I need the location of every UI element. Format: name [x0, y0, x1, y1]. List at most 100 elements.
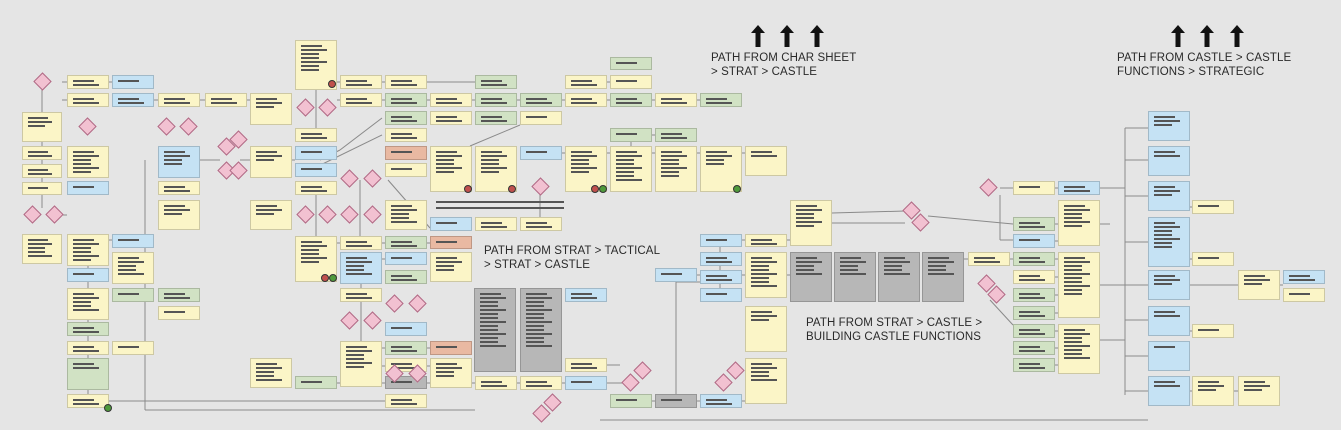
text-placeholder-line: [1154, 226, 1180, 228]
flow-node: [745, 306, 787, 352]
flow-node: [1013, 306, 1055, 320]
flow-node: [158, 288, 200, 302]
text-placeholder-line: [526, 151, 547, 153]
flow-node: [250, 93, 292, 125]
flow-node: [700, 234, 742, 247]
text-placeholder-line: [73, 301, 91, 303]
flow-node: [385, 341, 427, 355]
flow-node: [158, 93, 200, 107]
flow-node: [1013, 234, 1055, 248]
flow-node: [790, 252, 832, 302]
text-placeholder-line: [571, 367, 597, 369]
flow-node: [610, 75, 652, 89]
flow-node: [22, 112, 62, 142]
text-placeholder-line: [616, 175, 634, 177]
flow-node: [67, 394, 109, 408]
green-status-dot: [599, 185, 607, 193]
text-placeholder-line: [1154, 155, 1180, 157]
text-placeholder-line: [571, 297, 597, 299]
text-placeholder-line: [391, 399, 412, 401]
arrow-up-icon: [810, 25, 824, 47]
flow-node: [430, 111, 472, 125]
text-placeholder-line: [346, 84, 372, 86]
flow-node: [1283, 270, 1325, 284]
text-placeholder-line: [1019, 315, 1045, 317]
text-placeholder-line: [391, 133, 412, 135]
connector-line: [831, 210, 906, 214]
text-placeholder-line: [391, 241, 412, 243]
text-placeholder-line: [1154, 246, 1172, 248]
text-placeholder-line: [118, 346, 139, 348]
text-placeholder-line: [301, 253, 319, 255]
text-placeholder-line: [526, 381, 547, 383]
text-placeholder-line: [73, 167, 99, 169]
text-placeholder-line: [1154, 124, 1172, 126]
text-placeholder-line: [346, 354, 364, 356]
flow-node: [700, 252, 742, 266]
text-placeholder-line: [118, 261, 144, 263]
text-placeholder-line: [301, 69, 319, 71]
flow-node: [22, 146, 62, 160]
path-label-line: BUILDING CASTLE FUNCTIONS: [806, 330, 982, 343]
flow-node: [430, 146, 472, 192]
text-placeholder-line: [796, 261, 822, 263]
text-placeholder-line: [706, 399, 727, 401]
text-placeholder-line: [526, 345, 552, 347]
text-placeholder-line: [706, 163, 724, 165]
text-placeholder-line: [571, 84, 597, 86]
text-placeholder-line: [480, 325, 498, 327]
flow-node: [22, 182, 62, 195]
flow-node: [475, 146, 517, 192]
flow-node: [1192, 324, 1234, 338]
text-placeholder-line: [118, 265, 136, 267]
text-placeholder-line: [751, 261, 777, 263]
text-placeholder-line: [661, 133, 682, 135]
flow-node: [205, 93, 247, 107]
path-label-line: > STRAT > CASTLE: [484, 258, 590, 271]
text-placeholder-line: [436, 163, 454, 165]
text-placeholder-line: [481, 98, 502, 100]
text-placeholder-line: [28, 121, 52, 123]
text-placeholder-line: [164, 186, 185, 188]
text-placeholder-line: [840, 257, 861, 259]
text-placeholder-line: [1019, 311, 1040, 313]
text-placeholder-line: [164, 102, 190, 104]
flow-node: [67, 75, 109, 89]
text-placeholder-line: [28, 239, 48, 241]
text-placeholder-line: [391, 84, 417, 86]
text-placeholder-line: [1064, 329, 1085, 331]
text-placeholder-line: [256, 371, 274, 373]
text-placeholder-line: [256, 151, 277, 153]
flow-node: [385, 93, 427, 107]
text-placeholder-line: [346, 245, 372, 247]
text-placeholder-line: [526, 313, 544, 315]
text-placeholder-line: [706, 403, 732, 405]
text-placeholder-line: [256, 159, 274, 161]
text-placeholder-line: [1019, 186, 1040, 188]
flow-node: [67, 181, 109, 195]
connector-line: [339, 117, 383, 151]
text-placeholder-line: [571, 155, 597, 157]
text-placeholder-line: [436, 116, 457, 118]
flow-node: [520, 288, 562, 372]
text-placeholder-line: [391, 205, 412, 207]
flow-node: [968, 252, 1010, 266]
text-placeholder-line: [1064, 213, 1082, 215]
arrow-up-icon: [1171, 25, 1185, 47]
flow-node: [1013, 252, 1055, 266]
text-placeholder-line: [164, 209, 190, 211]
flow-node: [700, 394, 742, 408]
text-placeholder-line: [73, 151, 94, 153]
text-placeholder-line: [391, 279, 417, 281]
text-placeholder-line: [1019, 293, 1040, 295]
text-placeholder-line: [256, 106, 274, 108]
text-placeholder-line: [346, 366, 364, 368]
text-placeholder-line: [481, 167, 507, 169]
text-placeholder-line: [1289, 275, 1310, 277]
text-placeholder-line: [751, 319, 769, 321]
text-placeholder-line: [481, 159, 499, 161]
text-placeholder-line: [256, 367, 282, 369]
flow-node: [1148, 181, 1190, 211]
path-label-building: PATH FROM STRAT > CASTLE > BUILDING CAST…: [806, 317, 982, 344]
